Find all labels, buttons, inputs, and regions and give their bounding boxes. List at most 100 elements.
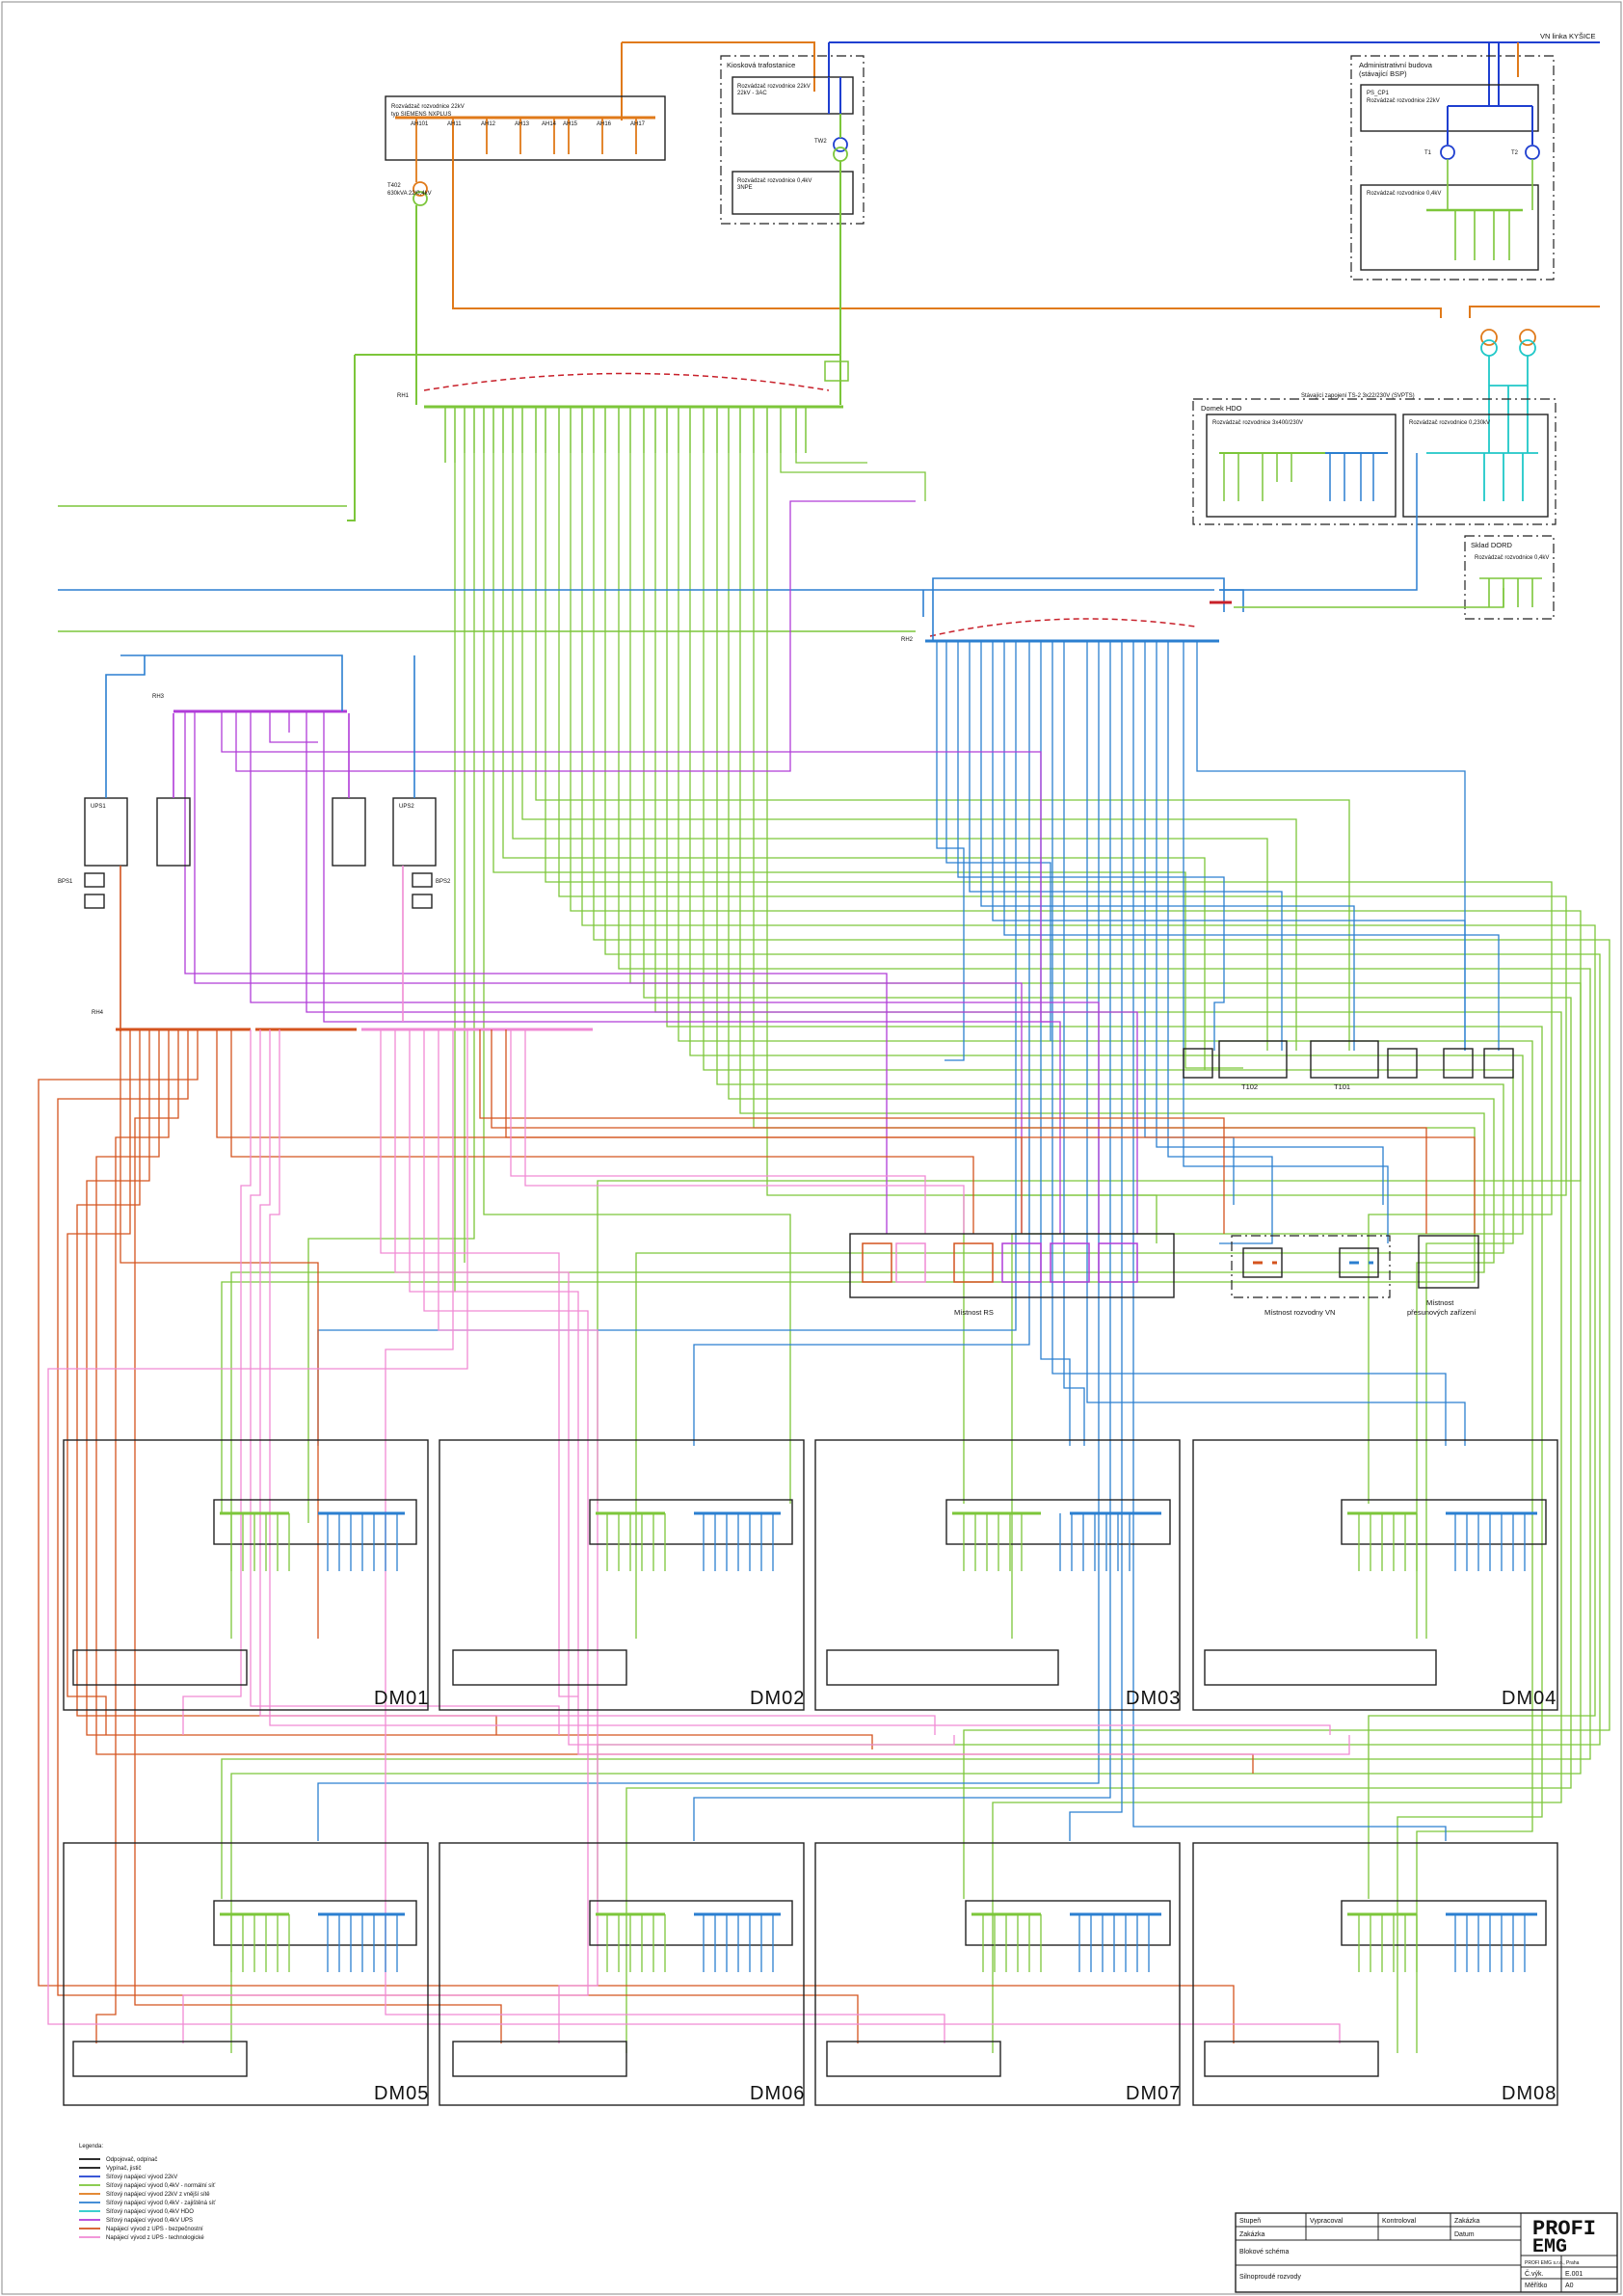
svg-text:Sklad DORD: Sklad DORD <box>1471 541 1513 549</box>
svg-text:(stávající BSP): (stávající BSP) <box>1359 69 1407 78</box>
svg-text:T101: T101 <box>1334 1082 1350 1091</box>
company-logo-line2: EMG <box>1532 2236 1567 2258</box>
hdo-house: Stávající zapojení TS-2 3x22/230V (SVPTS… <box>1192 393 1556 525</box>
svg-text:Rozvádzač rozvodnice 3x400/230: Rozvádzač rozvodnice 3x400/230V <box>1212 420 1303 426</box>
svg-text:Blokové schéma: Blokové schéma <box>1239 2249 1289 2256</box>
kiosk-substation: Kiosková trafostanice Rozvádzač rozvodni… <box>720 55 865 405</box>
feeder-label: AH101 <box>411 121 429 127</box>
room-plant: Místnost přesunových zařízení <box>1407 1235 1479 1317</box>
rh3-ups-switchboard: RH3 <box>120 500 1138 1234</box>
svg-text:typ SIEMENS NXPLUS: typ SIEMENS NXPLUS <box>391 112 451 118</box>
dm-unit-dm05: DM05 <box>63 1842 429 2106</box>
svg-text:Kontroloval: Kontroloval <box>1382 2218 1416 2225</box>
transformer-symbol <box>1525 145 1540 160</box>
rh1-main-switchboard: RH1 <box>221 205 1610 2053</box>
legend-item-label: Odpojovač, odpínač <box>106 2157 157 2163</box>
svg-text:PROFI EMG s.r.o., Praha: PROFI EMG s.r.o., Praha <box>1525 2260 1580 2266</box>
dm-unit-dm06: DM06 <box>439 1842 805 2106</box>
feeder-label: AH15 <box>563 121 578 127</box>
svg-text:RH4: RH4 <box>92 1010 104 1016</box>
ups-units: UPS1 UPS2 BPS1 BPS2 <box>58 655 451 1031</box>
svg-text:RH1: RH1 <box>397 393 410 399</box>
room-vn: Místnost rozvodny VN <box>1231 1235 1391 1317</box>
svg-text:BPS1: BPS1 <box>58 879 73 885</box>
rh1-feeders <box>444 407 807 463</box>
feeder-label: AH14 <box>542 121 557 127</box>
svg-text:UPS2: UPS2 <box>399 804 414 810</box>
feeder-label: AH13 <box>515 121 530 127</box>
svg-text:T102: T102 <box>1241 1082 1258 1091</box>
svg-text:Administrativní budova: Administrativní budova <box>1359 61 1433 69</box>
admin-building: Administrativní budova (stávající BSP) P… <box>1350 55 1555 280</box>
substation-22kv: Rozvádzač rozvodnice 22kV typ SIEMENS NX… <box>385 95 666 206</box>
svg-text:Silnoproudé rozvody: Silnoproudé rozvody <box>1239 2274 1301 2281</box>
svg-text:Rozvádzač rozvodnice 0,4kV: Rozvádzač rozvodnice 0,4kV <box>1367 191 1441 197</box>
svg-text:Č.výk.: Č.výk. <box>1525 2269 1544 2278</box>
svg-text:Stupeň: Stupeň <box>1239 2218 1261 2225</box>
svg-text:RH3: RH3 <box>152 694 165 700</box>
t-switchgear: T102 T101 <box>1183 1040 1514 1091</box>
svg-text:Kiosková trafostanice: Kiosková trafostanice <box>727 61 795 69</box>
dm-label: DM07 <box>1126 2083 1181 2104</box>
legend-item-label: Síťový napájecí vývod 0,4kV UPS <box>106 2218 193 2224</box>
svg-text:T1: T1 <box>1424 150 1432 156</box>
rh4-switchboard: RH4 <box>38 1010 1476 2043</box>
company-logo-line1: PROFI <box>1532 2217 1596 2241</box>
svg-text:A0: A0 <box>1565 2283 1574 2289</box>
svg-text:Rozvádzač rozvodnice 22kV: Rozvádzač rozvodnice 22kV <box>391 104 465 110</box>
feeder-label: AH11 <box>447 121 462 127</box>
svg-text:Měřítko: Měřítko <box>1525 2283 1547 2289</box>
transformer-symbol <box>412 181 428 197</box>
svg-text:Místnost RS: Místnost RS <box>954 1308 994 1317</box>
hv-incoming-line: VN linka KYŠICE <box>828 32 1600 106</box>
legend-item-label: Napájecí vývod z UPS - technologické <box>106 2235 204 2241</box>
svg-text:Místnost: Místnost <box>1426 1298 1454 1307</box>
svg-text:3NPE: 3NPE <box>737 185 753 191</box>
svg-text:Datum: Datum <box>1454 2231 1475 2238</box>
dm-label: DM06 <box>750 2083 805 2104</box>
svg-text:PS_CP1: PS_CP1 <box>1367 91 1390 96</box>
hdo-transformers <box>1480 329 1536 453</box>
svg-text:T2: T2 <box>1511 150 1519 156</box>
svg-text:přesunových zařízení: přesunových zařízení <box>1407 1308 1477 1317</box>
svg-text:Rozvádzač rozvodnice 22kV: Rozvádzač rozvodnice 22kV <box>737 84 811 90</box>
legend-item-label: Napájecí vývod z UPS - bezpečnostní <box>106 2227 203 2232</box>
svg-text:BPS2: BPS2 <box>436 879 451 885</box>
legend-item-label: Síťový napájecí vývod 22kV z vnější sítě <box>106 2192 210 2198</box>
hv-line-label: VN linka KYŠICE <box>1540 32 1596 40</box>
svg-text:TW2: TW2 <box>814 139 827 145</box>
legend-title: Legenda: <box>79 2144 103 2149</box>
dm-label: DM04 <box>1502 1688 1556 1709</box>
svg-text:Rozvádzač rozvodnice 22kV: Rozvádzač rozvodnice 22kV <box>1367 98 1440 104</box>
rh2-switchboard: RH2 <box>317 453 1504 1841</box>
dm-label: DM05 <box>374 2083 429 2104</box>
dm-label: DM03 <box>1126 1688 1181 1709</box>
svg-text:22kV - 3AC: 22kV - 3AC <box>737 91 767 96</box>
svg-text:Stávající zapojení TS-2 3x22/2: Stávající zapojení TS-2 3x22/230V (SVPTS… <box>1301 393 1415 399</box>
svg-text:Rozvádzač rozvodnice 0,4kV: Rozvádzač rozvodnice 0,4kV <box>737 178 812 184</box>
dm-feeder-lines <box>230 1513 1526 1972</box>
dm-unit-dm03: DM03 <box>814 1439 1181 1711</box>
feeder-label: AH12 <box>481 121 496 127</box>
feeder-label: AH17 <box>630 121 646 127</box>
feeder-label: AH16 <box>597 121 612 127</box>
svg-text:E.001: E.001 <box>1565 2271 1583 2278</box>
dm-unit-dm07: DM07 <box>814 1842 1181 2106</box>
svg-text:RH2: RH2 <box>901 637 914 643</box>
coupling-arc <box>423 372 830 391</box>
legend-item-label: Síťový napájecí vývod 0,4kV HDO <box>106 2209 194 2215</box>
title-block: Stupeň Vypracoval Kontroloval Zakázka Za… <box>1235 2212 1618 2293</box>
svg-text:Vypracoval: Vypracoval <box>1310 2218 1344 2225</box>
svg-text:Zakázka: Zakázka <box>1239 2231 1265 2238</box>
svg-text:Domek HDO: Domek HDO <box>1201 404 1242 413</box>
svg-text:Rozvádzač rozvodnice 0,4kV: Rozvádzač rozvodnice 0,4kV <box>1475 555 1549 561</box>
dm-unit-dm02: DM02 <box>439 1439 805 1711</box>
room-rs: Místnost RS <box>849 1233 1175 1317</box>
dm-unit-dm01: DM01 <box>63 1439 429 1711</box>
dm-unit-dm08: DM08 <box>1192 1842 1558 2106</box>
dm-unit-dm04: DM04 <box>1192 1439 1558 1711</box>
legend-item-label: Síťový napájecí vývod 22kV <box>106 2175 177 2180</box>
